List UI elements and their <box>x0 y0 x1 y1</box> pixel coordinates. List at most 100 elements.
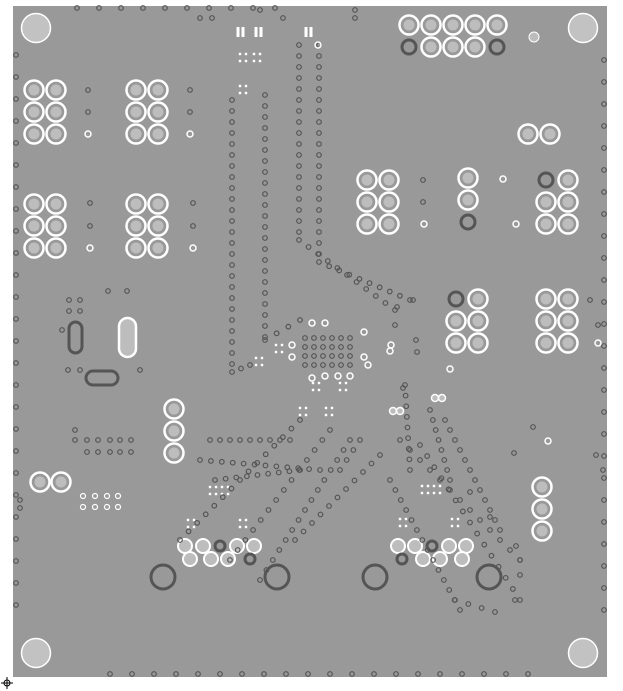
via <box>600 467 606 473</box>
via <box>326 503 332 509</box>
via <box>77 367 83 373</box>
smd-pad <box>241 27 245 37</box>
smd-pad <box>280 343 284 347</box>
dark-pad <box>400 38 418 56</box>
smd-pad <box>324 413 328 417</box>
smd-pad <box>304 413 308 417</box>
via <box>601 475 607 481</box>
via <box>74 5 80 11</box>
smd-pad <box>244 91 248 95</box>
via <box>296 152 302 158</box>
via <box>195 671 201 677</box>
via <box>254 472 261 478</box>
via <box>218 458 225 465</box>
via <box>262 92 268 98</box>
via <box>96 5 102 11</box>
via <box>465 601 472 607</box>
via <box>107 449 113 455</box>
pad <box>177 538 193 554</box>
via <box>329 335 335 341</box>
dark-pad <box>425 539 439 553</box>
via <box>296 196 302 202</box>
via <box>287 437 293 443</box>
dark-pad <box>447 290 465 308</box>
via <box>344 272 350 278</box>
via <box>13 272 19 278</box>
via <box>349 671 355 677</box>
via <box>13 360 19 366</box>
pad-hole <box>447 41 459 53</box>
via <box>297 467 303 473</box>
via <box>440 577 447 583</box>
via <box>319 437 326 443</box>
smd-pad <box>404 517 408 521</box>
smd-pad <box>258 59 262 63</box>
via <box>601 607 607 613</box>
via <box>190 223 196 229</box>
pad-hole <box>130 84 142 96</box>
via-white <box>420 220 428 228</box>
via <box>262 290 268 296</box>
via <box>497 527 503 533</box>
via <box>85 87 91 93</box>
smd-pad <box>311 388 315 392</box>
smd-pad <box>338 381 342 385</box>
via <box>467 519 473 526</box>
slot-pad <box>117 316 138 359</box>
via <box>59 327 65 333</box>
via <box>13 250 19 256</box>
via <box>502 574 509 581</box>
via <box>265 470 272 477</box>
via <box>316 130 322 136</box>
via <box>262 136 268 142</box>
pad-hole <box>361 218 373 230</box>
via <box>601 563 607 569</box>
via <box>316 218 322 224</box>
via <box>140 5 146 11</box>
via <box>334 457 341 463</box>
pad <box>454 551 470 567</box>
via <box>316 240 322 246</box>
via <box>262 158 268 164</box>
via <box>396 292 403 299</box>
via <box>413 337 419 343</box>
via-white <box>512 220 520 228</box>
via <box>280 15 286 21</box>
pad-hole <box>50 198 62 210</box>
via <box>217 437 223 443</box>
via <box>13 536 19 542</box>
via <box>420 199 426 205</box>
smd-pad <box>238 84 242 88</box>
pad-hole <box>152 220 164 232</box>
via <box>316 163 322 169</box>
smd-pad <box>258 52 262 56</box>
via <box>424 547 431 553</box>
via <box>352 15 358 21</box>
via <box>296 163 302 169</box>
via <box>452 437 458 443</box>
via <box>275 469 282 476</box>
via <box>403 413 410 420</box>
via <box>13 558 19 564</box>
smd-pad <box>244 518 248 522</box>
smd-pad <box>309 27 313 37</box>
via <box>337 467 343 473</box>
smd-pad <box>238 91 242 95</box>
pad-hole <box>425 41 437 53</box>
via <box>601 365 607 371</box>
via <box>593 452 599 458</box>
via <box>128 437 134 443</box>
dark-pad <box>459 213 477 231</box>
pad-hole <box>55 476 67 488</box>
smd-pad <box>404 524 408 528</box>
via <box>417 442 423 448</box>
pad-hole <box>450 337 462 349</box>
via <box>407 297 413 303</box>
via <box>296 64 302 70</box>
via <box>229 130 235 136</box>
via <box>117 449 123 455</box>
via <box>601 343 607 349</box>
via <box>368 460 375 467</box>
pad-hole <box>540 337 552 349</box>
via <box>202 511 209 518</box>
